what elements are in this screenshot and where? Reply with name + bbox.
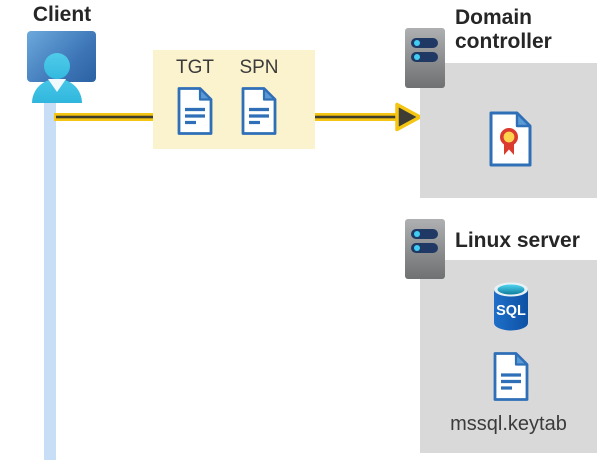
server-led-icon — [413, 245, 420, 251]
domain-controller-server-icon — [405, 28, 445, 88]
server-bar — [411, 243, 438, 253]
person-icon — [44, 53, 70, 79]
keytab-filename-label: mssql.keytab — [450, 413, 567, 435]
sql-icon-label: SQL — [496, 303, 526, 319]
person-collar-icon — [48, 79, 66, 92]
tgt-label: TGT — [176, 57, 214, 78]
client-label: Client — [32, 3, 92, 26]
server-bar — [411, 229, 438, 239]
linux-server-label: Linux server — [455, 229, 580, 252]
domain-controller-label: Domain controller — [455, 6, 552, 53]
server-bar — [411, 52, 438, 62]
tgt-document-icon — [177, 87, 213, 135]
certificate-icon — [489, 111, 532, 167]
sql-database-icon: SQL — [494, 282, 528, 331]
spn-document-icon — [241, 87, 277, 135]
spn-label: SPN — [239, 57, 279, 78]
server-led-icon — [413, 54, 420, 60]
server-led-icon — [413, 231, 420, 237]
client-connection-line — [44, 92, 56, 460]
keytab-document-icon — [493, 352, 529, 401]
server-bar — [411, 38, 438, 48]
linux-server-icon — [405, 219, 445, 279]
ticket-packet-box: TGT SPN — [153, 50, 315, 149]
server-led-icon — [413, 40, 420, 46]
